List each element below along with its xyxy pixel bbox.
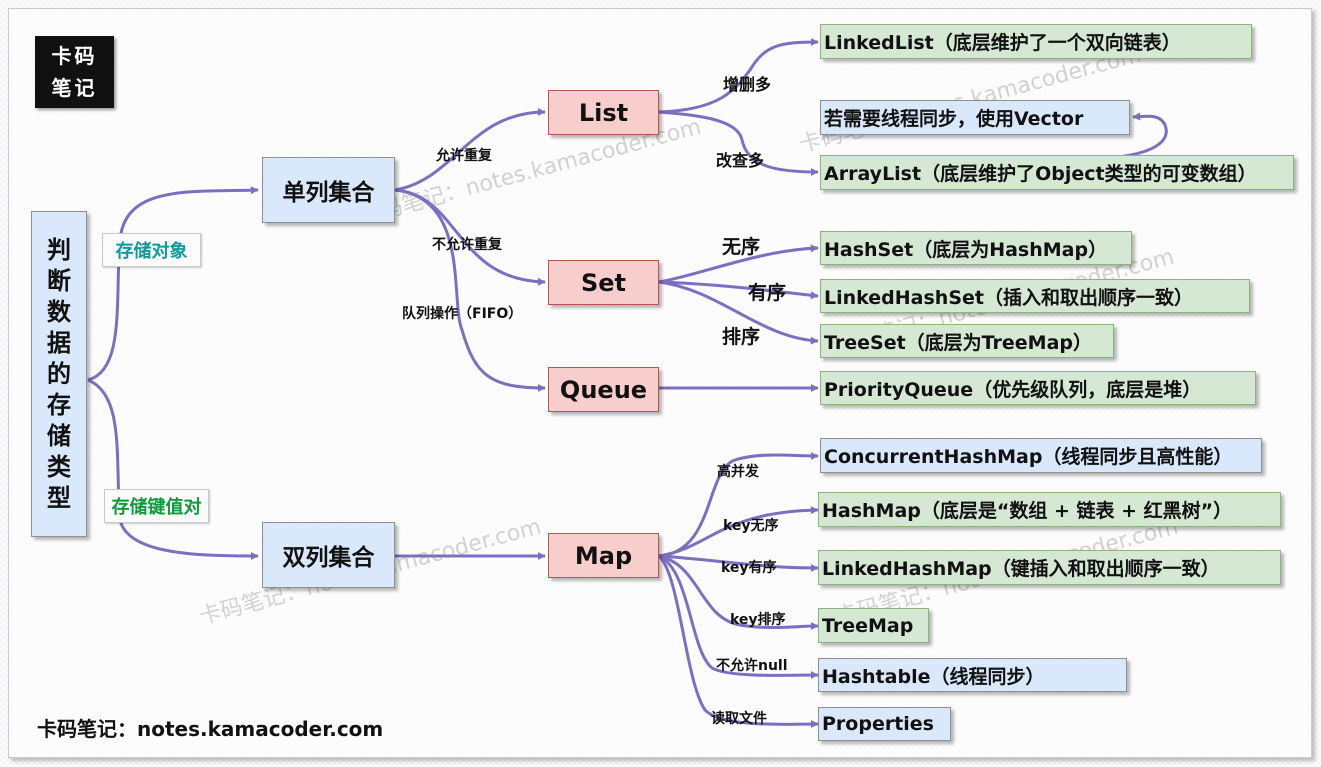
edge-label-key-unordered: key无序	[723, 518, 779, 534]
edge-set-to-treeset	[658, 280, 819, 345]
badge-line-2: 笔记	[51, 76, 98, 100]
edge-single-to-list	[394, 108, 546, 192]
edge-label-fifo: 队列操作（FIFO）	[402, 306, 523, 322]
edge-label-sorted: 排序	[722, 326, 761, 348]
root-char: 型	[47, 483, 71, 512]
edge-label-modify-query: 改查多	[716, 151, 765, 170]
store-objects-tag: 存储对象	[102, 233, 201, 267]
root-char: 存	[47, 390, 71, 419]
root-char: 数	[47, 297, 71, 326]
footer-credit: 卡码笔记：notes.kamacoder.com	[37, 717, 384, 741]
edge-map-to-treemap	[658, 554, 819, 631]
edge-root-to-double	[87, 378, 259, 560]
map-node: Map	[548, 533, 659, 578]
concurrenthashmap-node: ConcurrentHashMap（线程同步且高性能）	[820, 438, 1262, 473]
edge-single-to-queue	[394, 188, 546, 392]
store-key-value-tag: 存储键值对	[104, 489, 209, 523]
properties-node: Properties	[818, 707, 951, 741]
edge-label-key-sorted: key排序	[730, 612, 786, 628]
root-char: 断	[47, 266, 71, 295]
root-node: 判 断 数 据 的 存 储 类 型	[31, 211, 87, 537]
edge-set-to-hashset	[658, 244, 819, 284]
edge-label-no-duplicates: 不允许重复	[432, 237, 502, 253]
edge-list-to-arraylist	[658, 110, 819, 176]
linkedhashset-node: LinkedHashSet（插入和取出顺序一致）	[820, 279, 1250, 313]
list-node: List	[548, 90, 659, 135]
hashmap-node: HashMap（底层是“数组 + 链表 + 红黑树”）	[818, 492, 1281, 527]
root-char: 类	[47, 452, 71, 481]
double-column-collection-node: 双列集合	[262, 522, 395, 588]
edge-map-to-hashmap	[658, 506, 819, 558]
edge-label-read-file: 读取文件	[711, 711, 767, 727]
edge-label-unordered: 无序	[722, 236, 761, 258]
edge-root-to-single	[87, 186, 259, 382]
badge-line-1: 卡码	[51, 44, 98, 68]
edge-map-to-linkedhashmap	[658, 554, 819, 572]
queue-node: Queue	[548, 367, 659, 412]
linkedhashmap-node: LinkedHashMap（键插入和取出顺序一致）	[818, 550, 1281, 585]
edge-map-to-concurrenthashmap	[658, 451, 819, 558]
root-char: 的	[47, 359, 71, 388]
edge-label-no-null: 不允许null	[716, 658, 788, 674]
treeset-node: TreeSet（底层为TreeMap）	[820, 324, 1114, 358]
hashtable-node: Hashtable（线程同步）	[818, 658, 1127, 692]
vector-node: 若需要线程同步，使用Vector	[820, 100, 1130, 135]
root-char: 储	[47, 421, 71, 450]
edge-map-to-hashtable	[658, 554, 819, 680]
priorityqueue-node: PriorityQueue（优先级队列，底层是堆）	[820, 371, 1256, 405]
edge-label-allow-duplicates: 允许重复	[436, 148, 492, 164]
set-node: Set	[548, 260, 659, 305]
edge-label-ordered: 有序	[748, 282, 787, 304]
single-column-collection-node: 单列集合	[262, 157, 395, 223]
arraylist-node: ArrayList（底层维护了Object类型的可变数组）	[820, 155, 1294, 190]
edge-list-to-linkedlist	[658, 38, 819, 114]
edge-label-add-delete: 增删多	[723, 75, 772, 94]
treemap-node: TreeMap	[818, 608, 929, 643]
edge-set-to-linkedhashset	[658, 280, 819, 300]
edge-label-key-ordered: key有序	[721, 560, 777, 576]
brand-badge: 卡码 笔记	[35, 36, 114, 108]
root-char: 判	[47, 235, 71, 264]
linkedlist-node: LinkedList（底层维护了一个双向链表）	[820, 24, 1252, 59]
hashset-node: HashSet（底层为HashMap）	[820, 231, 1132, 265]
edge-label-high-concurrency: 高并发	[717, 464, 759, 480]
root-char: 据	[47, 328, 71, 357]
edge-map-to-properties	[657, 554, 819, 729]
